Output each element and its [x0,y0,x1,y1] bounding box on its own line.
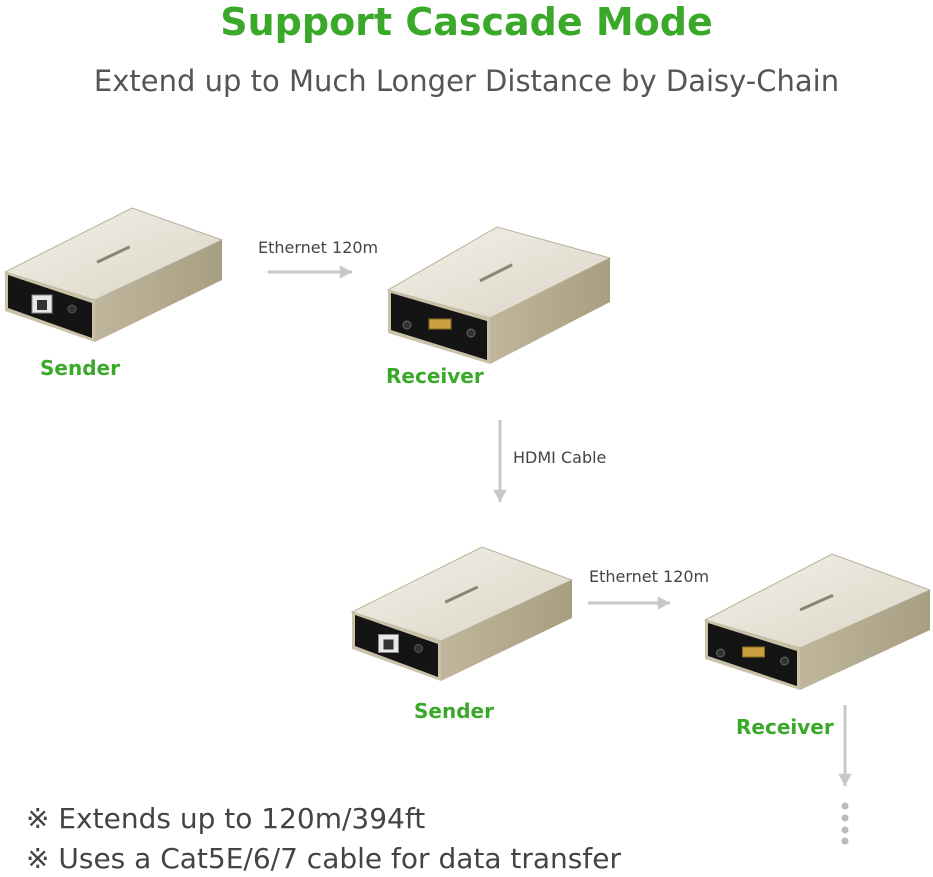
brand-logo [444,585,479,604]
hdmi-port-icon [428,318,452,330]
reset-button-icon [67,304,77,314]
dc-jack-icon [466,328,476,338]
receiver-label-1: Receiver [386,364,484,388]
brand-logo [799,593,834,612]
hdmi-arrow [493,420,507,502]
receiver-label-2: Receiver [736,715,834,739]
page-title: Support Cascade Mode [220,0,713,44]
ethernet-arrow-1 [268,265,352,279]
page-subtitle: Extend up to Much Longer Distance by Dai… [93,64,840,98]
receiver-device-1 [386,226,612,364]
sender-label-2: Sender [414,699,494,723]
sender-label-1: Sender [40,356,120,380]
ethernet-label-2: Ethernet 120m [589,567,710,586]
dc-jack-icon [780,656,789,666]
note-distance: ※ Extends up to 120m/394ft [26,802,426,835]
ethernet-label-1: Ethernet 120m [258,238,379,257]
sender-device-1 [3,207,224,342]
brand-logo [96,245,131,264]
ellipsis-dots-icon [841,802,849,845]
brand-logo [479,263,513,283]
audio-jack-icon [716,648,725,658]
receiver-device-2 [703,553,932,690]
hdmi-cable-label: HDMI Cable [513,448,607,467]
hdmi-port-icon [742,646,765,658]
ethernet-arrow-2 [588,596,670,610]
continue-arrow [838,705,852,786]
audio-jack-icon [402,320,412,330]
note-cable: ※ Uses a Cat5E/6/7 cable for data transf… [26,842,621,875]
reset-button-icon [414,644,423,653]
sender-device-2 [350,546,574,681]
